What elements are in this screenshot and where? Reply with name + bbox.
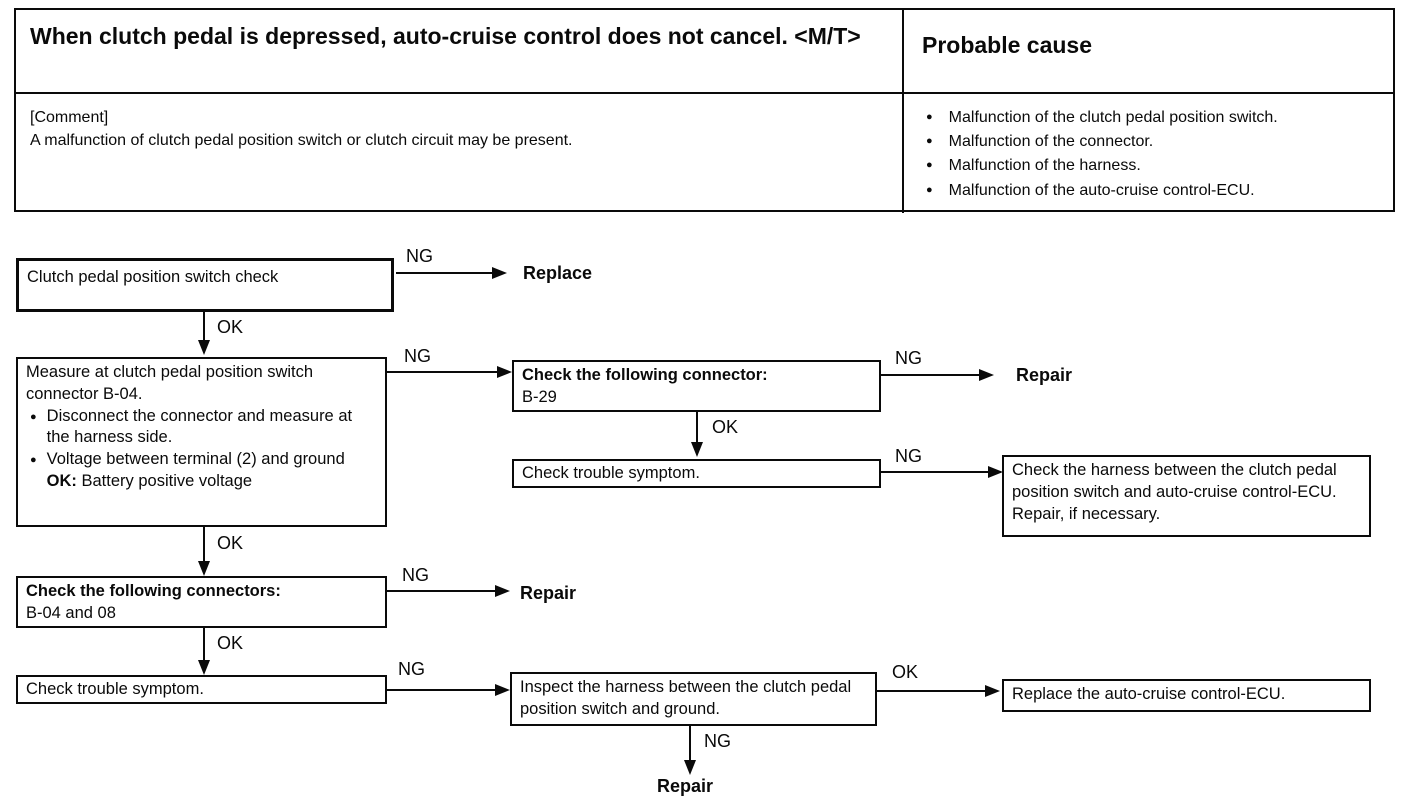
arrow-line <box>387 689 507 691</box>
arrow-right-icon <box>495 585 510 597</box>
step-detail: B-04 and 08 <box>26 603 116 622</box>
step-bullet: Disconnect the connector and measure at … <box>46 406 353 447</box>
branch-label-ng: NG <box>396 659 427 679</box>
bullet-dot-icon: ● <box>926 183 933 196</box>
branch-label-ng: NG <box>400 565 431 585</box>
step-bullet-text: Voltage between terminal (2) and ground <box>46 450 345 469</box>
probable-cause-list: ● Malfunction of the clutch pedal positi… <box>904 94 1393 213</box>
list-item: ● Voltage between terminal (2) and groun… <box>26 449 377 493</box>
cause-text: Malfunction of the auto-cruise control-E… <box>948 181 1255 199</box>
flow-step-measure-connector: Measure at clutch pedal position switch … <box>16 357 387 527</box>
arrow-line <box>696 412 698 444</box>
arrow-right-icon <box>988 466 1003 478</box>
symptom-table: When clutch pedal is depressed, auto-cru… <box>14 8 1395 213</box>
arrow-right-icon <box>495 684 510 696</box>
flow-step-check-connectors-b04-08: Check the following connectors: B-04 and… <box>16 576 387 628</box>
step-detail: B-29 <box>522 387 557 406</box>
arrow-down-icon <box>684 760 696 775</box>
symptom-title: When clutch pedal is depressed, auto-cru… <box>16 10 904 94</box>
branch-label-ok: OK <box>215 633 246 653</box>
step-text: Check trouble symptom. <box>522 464 700 482</box>
arrow-right-icon <box>492 267 507 279</box>
bullet-dot-icon: ● <box>30 410 37 423</box>
step-heading: Check the following connector: <box>522 366 768 384</box>
cause-text: Malfunction of the clutch pedal position… <box>948 109 1278 126</box>
list-item: ● Disconnect the connector and measure a… <box>26 406 377 450</box>
cause-text: Malfunction of the harness. <box>948 157 1141 175</box>
arrow-down-icon <box>198 660 210 675</box>
comment-text: A malfunction of clutch pedal position s… <box>30 132 573 150</box>
flow-step-check-trouble-symptom-1: Check trouble symptom. <box>512 459 881 488</box>
arrow-down-icon <box>691 442 703 457</box>
arrow-down-icon <box>198 340 210 355</box>
bullet-dot-icon: ● <box>30 454 37 467</box>
step-text: Check the harness between the clutch ped… <box>1012 461 1337 523</box>
branch-label-ng: NG <box>893 348 924 368</box>
flow-step-check-connector-b29: Check the following connector: B-29 <box>512 360 881 412</box>
branch-label-ng: NG <box>404 246 435 266</box>
flow-step-inspect-harness-ground: Inspect the harness between the clutch p… <box>510 672 877 726</box>
list-item: ● Malfunction of the harness. <box>918 154 1379 177</box>
arrow-line <box>203 628 205 662</box>
step-text: Clutch pedal position switch check <box>27 268 279 286</box>
bullet-dot-icon: ● <box>926 159 933 172</box>
step-text: Measure at clutch pedal position switch … <box>26 363 314 403</box>
branch-label-ng: NG <box>702 731 733 751</box>
ok-condition-label: OK: <box>46 471 77 490</box>
branch-label-ok: OK <box>890 662 921 682</box>
terminal-repair: Repair <box>520 583 577 603</box>
arrow-right-icon <box>497 366 512 378</box>
flow-step-check-trouble-symptom-2: Check trouble symptom. <box>16 675 387 704</box>
arrow-line <box>881 471 1001 473</box>
step-heading: Check the following connectors: <box>26 582 281 600</box>
arrow-right-icon <box>979 369 994 381</box>
terminal-repair: Repair <box>657 776 714 796</box>
arrow-line <box>396 272 494 274</box>
terminal-replace: Replace <box>523 263 593 283</box>
terminal-repair: Repair <box>1016 365 1073 385</box>
branch-label-ok: OK <box>710 417 741 437</box>
ok-condition-value: Battery positive voltage <box>81 471 253 490</box>
arrow-line <box>387 590 497 592</box>
comment-label: [Comment] <box>30 109 109 126</box>
list-item: ● Malfunction of the auto-cruise control… <box>918 179 1379 202</box>
arrow-line <box>877 690 997 692</box>
arrow-down-icon <box>198 561 210 576</box>
comment-cell: [Comment] A malfunction of clutch pedal … <box>16 94 904 213</box>
bullet-dot-icon: ● <box>926 111 933 123</box>
flow-step-replace-ecu: Replace the auto-cruise control-ECU. <box>1002 679 1371 712</box>
step-text: Inspect the harness between the clutch p… <box>520 678 852 718</box>
list-item: ● Malfunction of the connector. <box>918 130 1379 153</box>
step-text: Check trouble symptom. <box>26 680 204 698</box>
branch-label-ng: NG <box>402 346 433 366</box>
step-text: Replace the auto-cruise control-ECU. <box>1012 685 1286 703</box>
branch-label-ok: OK <box>215 317 246 337</box>
cause-text: Malfunction of the connector. <box>948 133 1154 151</box>
bullet-dot-icon: ● <box>926 135 933 148</box>
arrow-line <box>203 312 205 342</box>
arrow-line <box>881 374 981 376</box>
flow-step-check-harness-ecu: Check the harness between the clutch ped… <box>1002 455 1371 537</box>
arrow-line <box>689 726 691 762</box>
branch-label-ok: OK <box>215 533 246 553</box>
list-item: ● Malfunction of the clutch pedal positi… <box>918 106 1379 129</box>
probable-cause-header: Probable cause <box>904 10 1393 94</box>
arrow-line <box>203 527 205 563</box>
arrow-line <box>387 371 499 373</box>
branch-label-ng: NG <box>893 446 924 466</box>
arrow-right-icon <box>985 685 1000 697</box>
flow-step-pedal-switch-check: Clutch pedal position switch check <box>16 258 394 312</box>
step-bullet: Voltage between terminal (2) and ground … <box>47 449 345 493</box>
